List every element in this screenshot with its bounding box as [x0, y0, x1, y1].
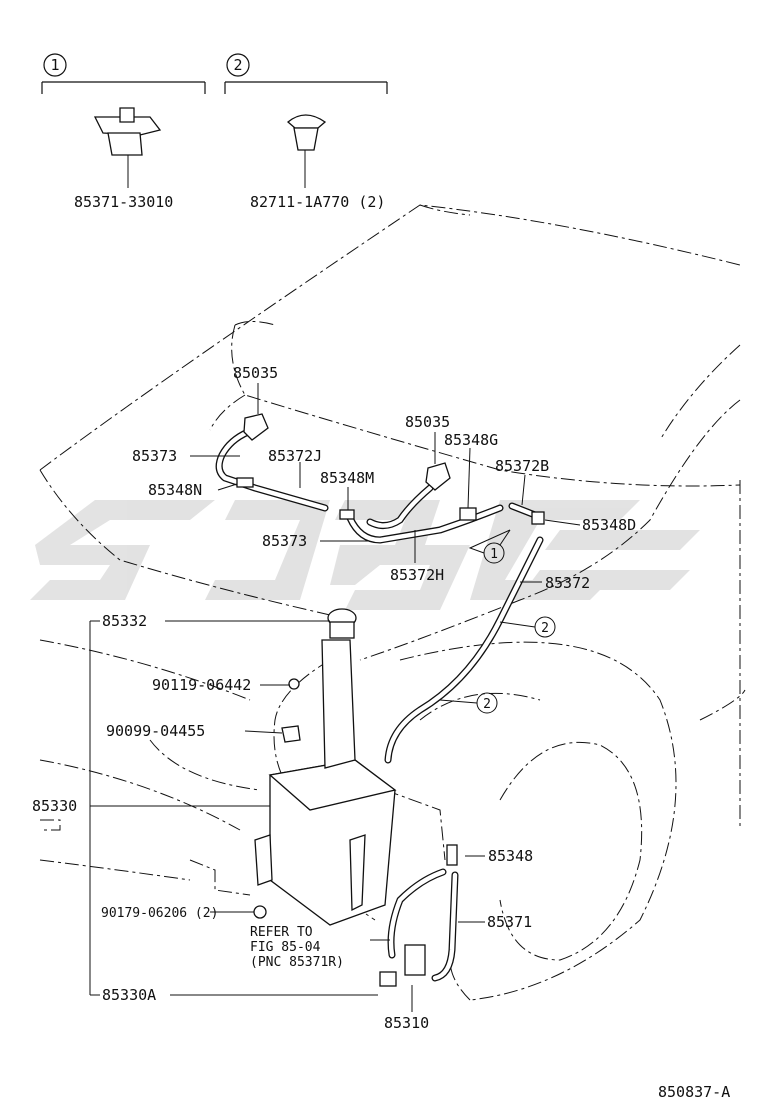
washer-tank [253, 608, 426, 987]
label-90119-06442: 90119-06442 [152, 676, 251, 694]
washer-hoses [215, 428, 544, 982]
label-85373-bottom: 85373 [262, 532, 307, 550]
nozzle-right [425, 462, 451, 491]
label-85310: 85310 [384, 1014, 429, 1032]
vehicle-outline [39, 204, 746, 1001]
connectors [236, 477, 545, 866]
label-85372B: 85372B [495, 457, 549, 475]
label-85373-top: 85373 [132, 447, 177, 465]
label-85330: 85330 [32, 797, 77, 815]
label-85332: 85332 [102, 612, 147, 630]
label-85035-right: 85035 [405, 413, 450, 431]
label-85330A: 85330A [102, 986, 156, 1004]
nozzle-left [243, 413, 269, 441]
callout-2-hose-b: 2 [483, 697, 491, 712]
callout-2-hose-a: 2 [541, 621, 549, 636]
callout-2-box: 2 [233, 56, 242, 74]
label-85348N: 85348N [148, 481, 202, 499]
refer-line-1: REFER TO [250, 925, 313, 940]
watermark-logo [30, 500, 700, 610]
label-85035-left: 85035 [233, 364, 278, 382]
label-90179-06206: 90179-06206 (2) [101, 906, 218, 921]
label-85371-33010: 85371-33010 [74, 193, 173, 211]
figure-id: 850837-A [658, 1083, 730, 1101]
part-labels: 1 2 85371-33010 82711-1A770 (2) 85035 85… [32, 56, 730, 1101]
hose-callouts: 1 2 2 [439, 529, 556, 714]
label-90099-04455: 90099-04455 [106, 722, 205, 740]
detail-box-1 [41, 53, 206, 188]
callout-1-box: 1 [50, 56, 59, 74]
label-85348M: 85348M [320, 469, 374, 487]
label-85348: 85348 [488, 847, 533, 865]
refer-line-3: (PNC 85371R) [250, 955, 344, 970]
label-85372H: 85372H [390, 566, 444, 584]
label-85348D: 85348D [582, 516, 636, 534]
label-85372: 85372 [545, 574, 590, 592]
detail-box-2 [224, 53, 388, 188]
refer-line-2: FIG 85-04 [250, 940, 321, 955]
label-85371: 85371 [487, 913, 532, 931]
label-85372J: 85372J [268, 447, 322, 465]
label-85348G: 85348G [444, 431, 498, 449]
callout-1-hose: 1 [490, 547, 498, 562]
label-82711-1A770: 82711-1A770 (2) [250, 193, 385, 211]
leader-lines [89, 383, 581, 1012]
